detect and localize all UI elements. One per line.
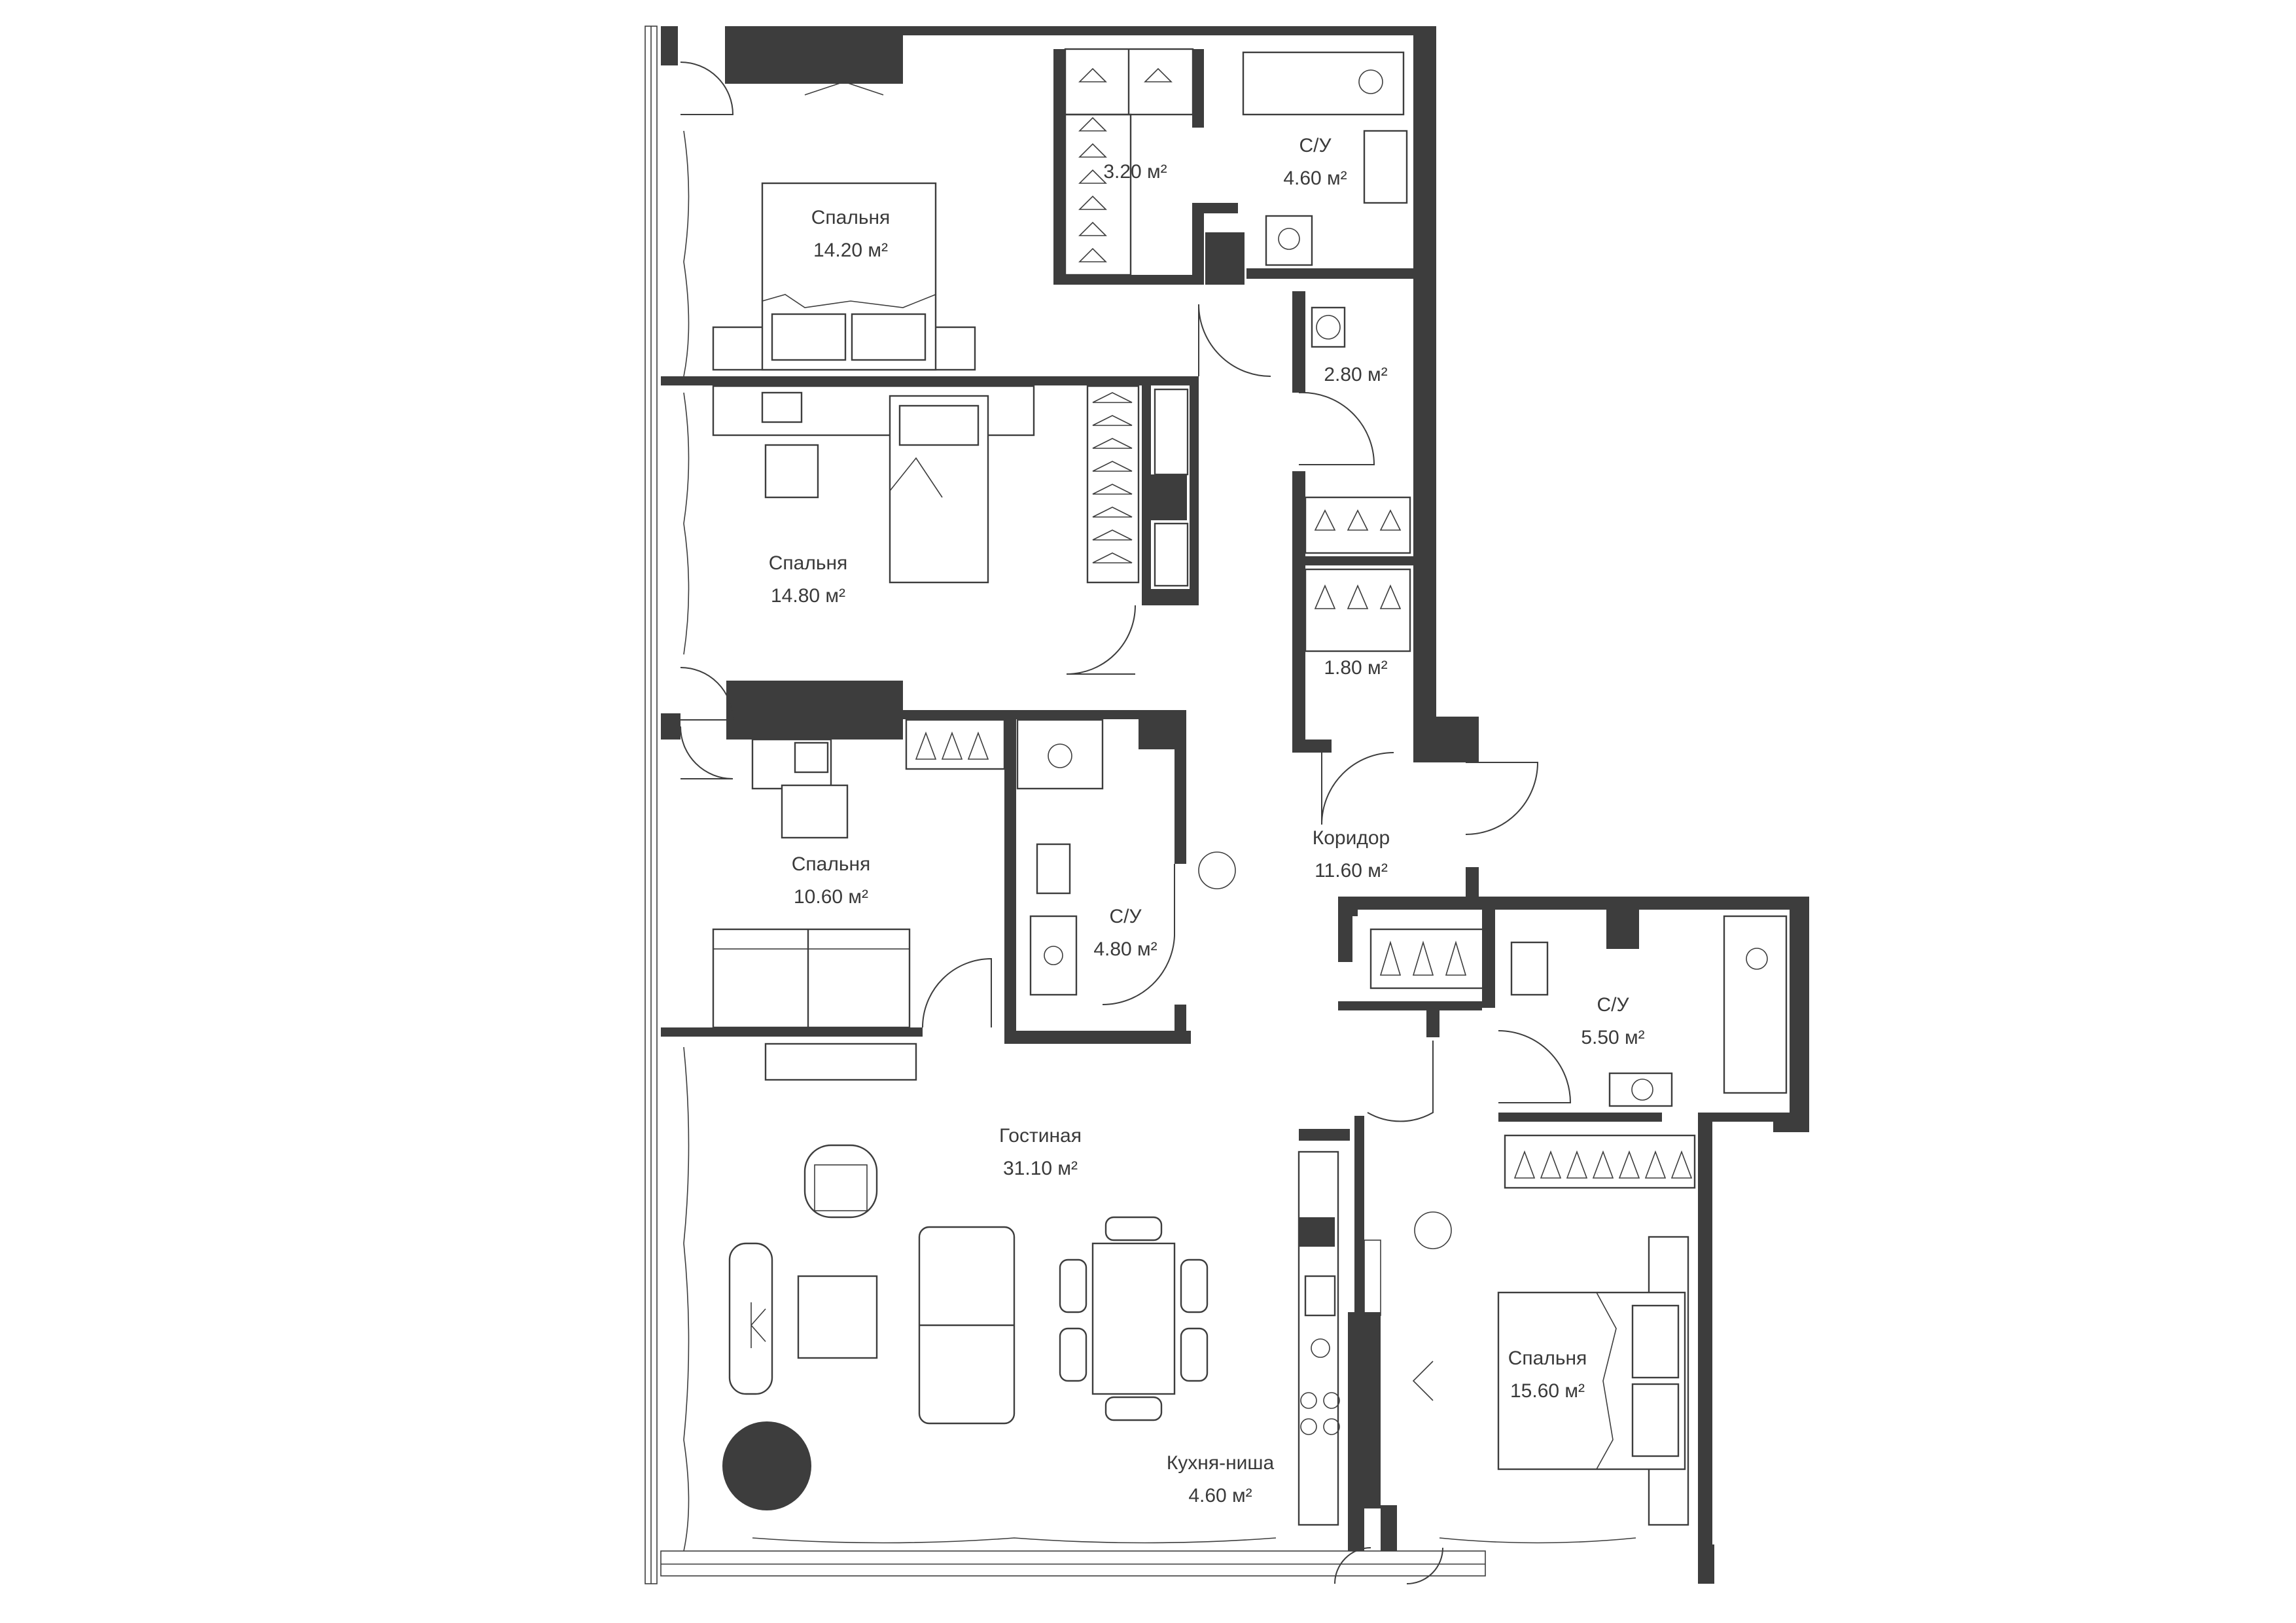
room-area-bathroom-3: 5.50 м² (1581, 1027, 1644, 1048)
desk-icon (712, 385, 1035, 499)
room-name-bedroom-1: Спальня (811, 207, 891, 228)
wardrobes (905, 48, 1696, 1189)
doors (680, 62, 1572, 1584)
room-area-bedroom-2: 14.80 м² (771, 585, 845, 607)
room-name-living-room: Гостиная (999, 1125, 1082, 1147)
room-labels: Спальня 14.20 м² 3.20 м² С/У 4.60 м² 2.8… (769, 135, 1645, 1507)
room-name-bedroom-3: Спальня (792, 853, 871, 875)
room-area-living-room: 31.10 м² (1003, 1158, 1078, 1179)
double-bed-icon-2 (1412, 1236, 1689, 1526)
window-facade-left (645, 26, 1486, 1584)
room-name-bathroom-3: С/У (1597, 994, 1629, 1016)
room-area-kitchen-niche: 4.60 м² (1188, 1485, 1252, 1507)
room-name-kitchen-niche: Кухня-ниша (1167, 1452, 1275, 1474)
room-area-bedroom-4: 15.60 м² (1510, 1380, 1585, 1402)
room-area-corridor: 11.60 м² (1315, 860, 1388, 882)
single-bed-icon (889, 395, 989, 584)
room-area-closet-2: 1.80 м² (1324, 657, 1387, 679)
ottoman-icon (797, 1275, 878, 1359)
room-name-corridor: Коридор (1313, 827, 1390, 849)
room-name-bedroom-4: Спальня (1508, 1347, 1587, 1369)
kitchen-counter-icon (1298, 1150, 1381, 1526)
room-name-bathroom-2: С/У (1109, 906, 1142, 927)
bathroom-2-fixtures (1016, 719, 1236, 996)
sofa-icon-2 (918, 1226, 1016, 1425)
double-bed-icon (712, 182, 976, 371)
room-area-closet-1: 3.20 м² (1103, 161, 1167, 183)
room-area-bathroom-1: 4.60 м² (1283, 168, 1347, 189)
armchair-icon (804, 1144, 878, 1219)
round-table-icon (722, 1421, 811, 1510)
room-area-bathroom-2: 4.80 м² (1093, 938, 1157, 960)
sofa-icon (712, 928, 911, 1029)
tv-console-icon (764, 1043, 917, 1081)
curtain-icon (683, 130, 1636, 1552)
desk-icon-2 (751, 738, 849, 839)
daybed-icon (728, 1242, 773, 1395)
room-name-bathroom-1: С/У (1299, 135, 1332, 156)
room-name-bedroom-2: Спальня (769, 552, 848, 574)
dining-table-icon (1059, 1216, 1209, 1421)
room-area-laundry: 2.80 м² (1324, 364, 1387, 385)
room-area-bedroom-1: 14.20 м² (813, 240, 888, 261)
room-area-bedroom-3: 10.60 м² (794, 886, 868, 908)
bathroom-3-fixtures (1414, 915, 1788, 1249)
tv-icon (804, 81, 884, 96)
bathtub-icon (1242, 51, 1408, 348)
furniture (683, 51, 1788, 1552)
